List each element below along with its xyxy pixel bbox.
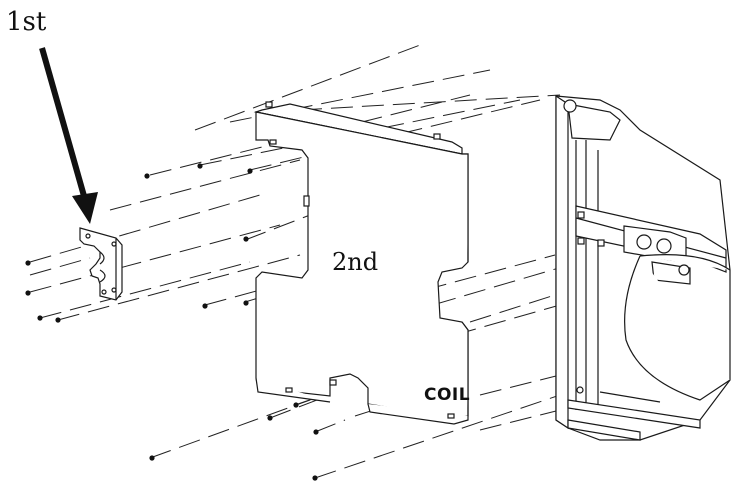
screw-icon (144, 173, 150, 179)
down-right-arrow-icon (39, 47, 98, 224)
first-step-label: 1st (6, 7, 47, 37)
coil-panel-label: COIL (424, 385, 470, 405)
screw-icon (55, 317, 61, 323)
second-step-label: 2nd (332, 248, 378, 276)
screw-icon (37, 315, 43, 321)
first-bracket (79, 227, 123, 301)
screw-icon (149, 455, 155, 461)
screw-icon (313, 429, 319, 435)
screw-icon (25, 290, 31, 296)
screw-icon (202, 303, 208, 309)
screw-icon (293, 402, 299, 408)
screw-icon (243, 300, 249, 306)
screw-icon (243, 236, 249, 242)
screw-icon (312, 475, 318, 481)
screw-icon (247, 168, 253, 174)
second-panel (253, 101, 469, 425)
screw-icon (25, 260, 31, 266)
screw-icon (267, 415, 273, 421)
unit-housing (555, 94, 731, 441)
screw-icon (197, 163, 203, 169)
